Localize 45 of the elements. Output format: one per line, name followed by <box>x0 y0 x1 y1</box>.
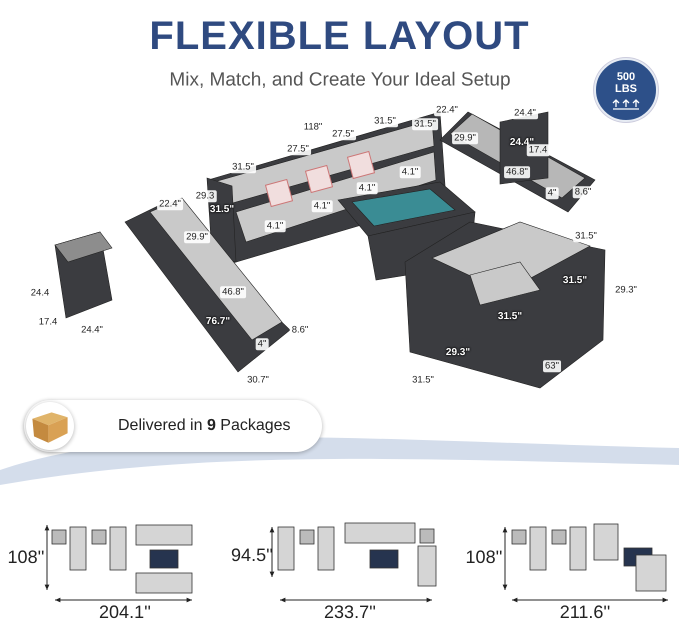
title: FLEXIBLE LAYOUT <box>148 14 531 59</box>
dimension-label: 31.5" <box>412 118 438 130</box>
dimension-label: 27.5" <box>285 143 311 155</box>
dimension-label: 17.4 <box>526 144 550 156</box>
dimension-label: 31.5" <box>372 115 398 127</box>
dimension-label: 94.5'' <box>231 546 273 564</box>
dimension-label: 31.5" <box>498 312 522 322</box>
dimension-label: 22.4" <box>434 104 460 116</box>
dimension-label: 31.5" <box>230 161 256 173</box>
dimension-label: 63" <box>543 360 561 372</box>
weight-badge <box>594 58 658 122</box>
dimension-label: 22.4" <box>157 198 183 210</box>
dimension-label: 29.9" <box>184 231 210 243</box>
dimension-label: 4.1" <box>356 182 378 194</box>
dimension-label: 4" <box>546 187 558 199</box>
dimension-label: 4.1" <box>400 166 420 178</box>
dimension-label: 8.6" <box>572 186 594 198</box>
dimension-label: 233.7'' <box>324 603 376 621</box>
dimension-label: 29.3" <box>446 348 470 358</box>
dimension-label: 29.9" <box>452 132 478 144</box>
dimension-label: 46.8" <box>220 286 246 298</box>
dimension-label: 27.5" <box>330 128 356 140</box>
dimension-label: 31.5" <box>562 276 588 286</box>
dimension-label: 31.5" <box>573 230 599 242</box>
delivery-text: Delivered in 9 Packages <box>118 417 291 435</box>
dimension-label: 108'' <box>8 548 44 566</box>
dimension-label: 4.1" <box>264 220 286 232</box>
dimension-label: 4.1" <box>312 200 332 212</box>
dimension-label: 24.4" <box>512 107 538 119</box>
dimension-label: 31.5" <box>410 374 436 386</box>
dimension-label: 31.5" <box>210 205 234 215</box>
dimension-label: 29.3 <box>194 190 216 202</box>
dimension-label: 204.1'' <box>99 603 151 621</box>
weight-label: 500 LBS <box>614 71 638 95</box>
dimension-label: 29.3" <box>613 284 639 296</box>
dimension-label: 211.6'' <box>560 603 610 621</box>
dimension-label: 76.7" <box>206 317 230 327</box>
dimension-label: 30.7" <box>245 374 271 386</box>
dimension-label: 4" <box>256 338 268 350</box>
dimension-label: 8.6" <box>290 324 310 336</box>
dimension-label: 46.8" <box>504 166 530 178</box>
dimension-label: 118" <box>302 121 324 133</box>
dimension-label: 108'' <box>466 548 502 566</box>
delivery-banner <box>24 400 322 452</box>
subtitle: Mix, Match, and Create Your Ideal Setup <box>169 70 511 90</box>
